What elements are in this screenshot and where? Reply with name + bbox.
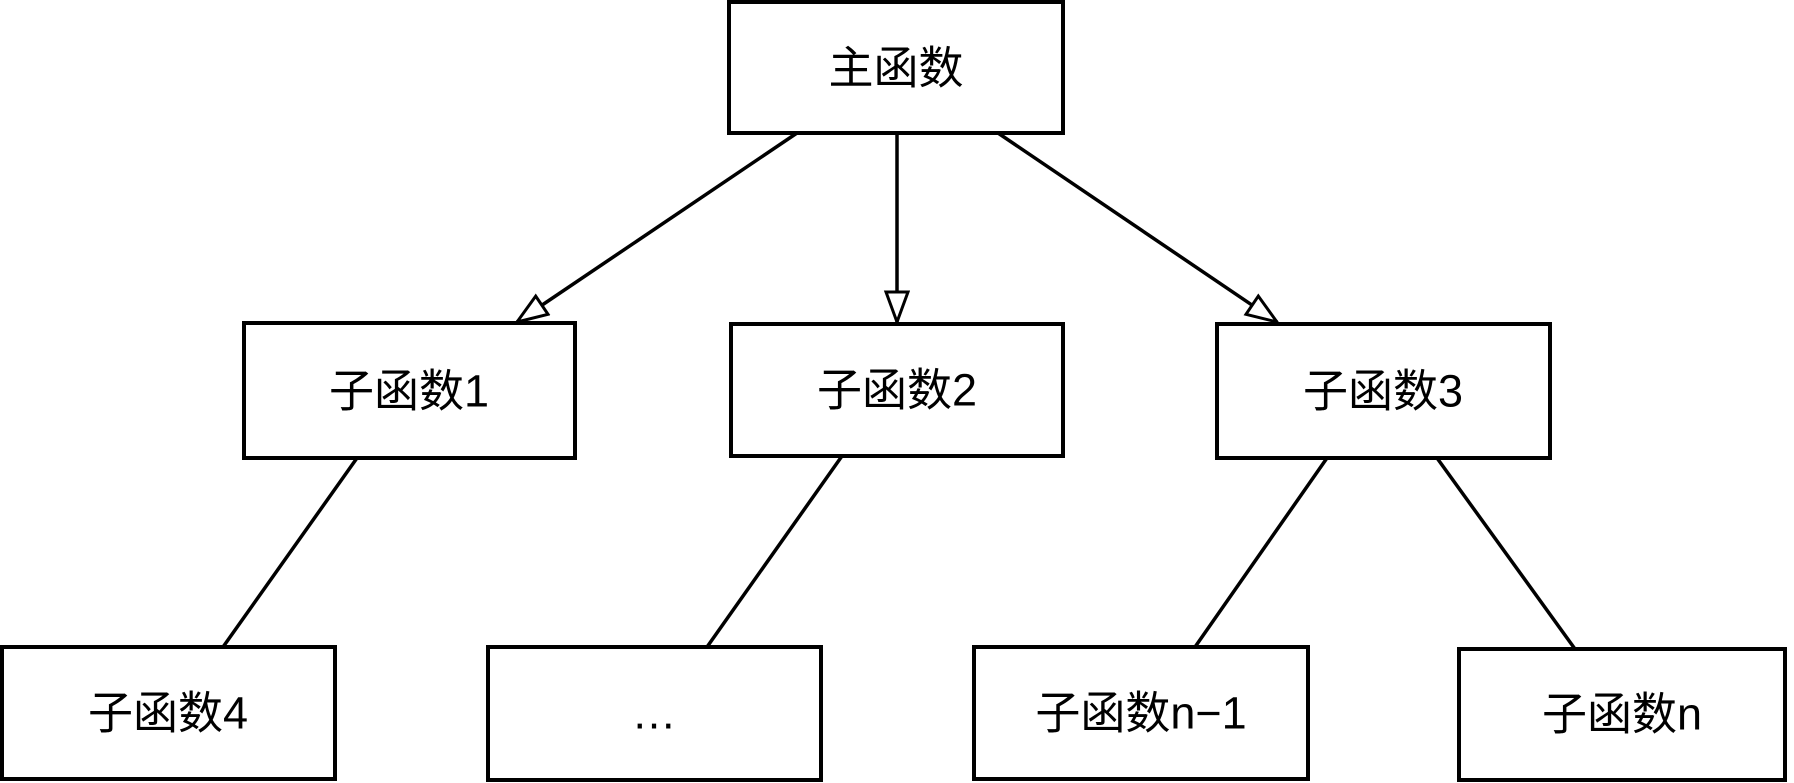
node-sub4: 子函数4	[0, 645, 337, 781]
node-sub-n-label: 子函数n	[1542, 689, 1702, 740]
node-sub1-label: 子函数1	[329, 366, 489, 417]
node-main-label: 主函数	[828, 43, 963, 94]
node-sub-n-minus-1-label: 子函数n−1	[1035, 688, 1246, 739]
node-sub1: 子函数1	[242, 321, 577, 460]
edge-main-to-sub3	[997, 131, 1277, 322]
edge-sub1-to-sub4	[221, 456, 359, 649]
node-sub-n: 子函数n	[1457, 647, 1787, 782]
node-sub-n-minus-1: 子函数n−1	[972, 645, 1310, 781]
node-sub4-box	[0, 645, 337, 781]
node-sub1-box	[242, 321, 577, 460]
node-ellipsis-label: …	[632, 688, 677, 739]
node-sub-n-box	[1457, 647, 1787, 782]
node-sub2-label: 子函数2	[817, 365, 977, 416]
edge-sub2-to-ellipsis	[705, 454, 844, 649]
node-main: 主函数	[727, 0, 1065, 135]
edge-sub3-to-sub-n	[1435, 456, 1577, 651]
node-sub3-label: 子函数3	[1303, 366, 1463, 417]
node-ellipsis-box	[486, 645, 823, 782]
node-sub-n-minus-1-box	[972, 645, 1310, 781]
node-sub3-box	[1215, 322, 1552, 460]
edge-main-to-sub1	[517, 131, 798, 322]
node-ellipsis: …	[486, 645, 823, 782]
node-sub2: 子函数2	[729, 322, 1065, 458]
node-main-box	[727, 0, 1065, 135]
node-sub4-label: 子函数4	[88, 688, 248, 739]
node-sub2-box	[729, 322, 1065, 458]
edge-sub3-to-sub-n-minus-1	[1193, 456, 1329, 649]
node-sub3: 子函数3	[1215, 322, 1552, 460]
